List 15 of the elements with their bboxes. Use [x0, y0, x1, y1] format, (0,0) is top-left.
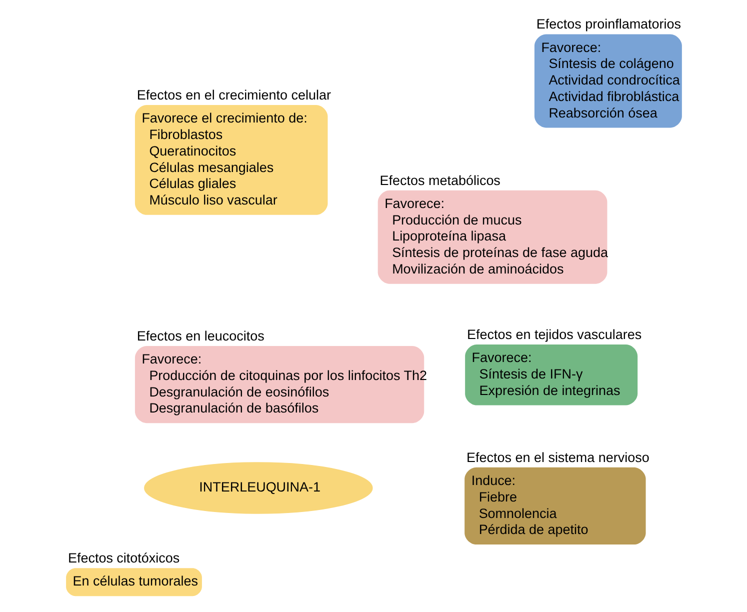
node-ellipse: INTERLEUQUINA-1 — [144, 462, 373, 514]
node-box: Induce: Fiebre Somnolencia Pérdida de apetito — [464, 467, 646, 545]
node-label: Efectos citotóxicos — [68, 550, 180, 566]
node-box: Favorece: Síntesis de colágeno Actividad condrocítica Actividad fibroblástica Reabsorción ósea — [534, 34, 682, 128]
node-box: Favorece el crecimiento de: Fibroblastos Queratinocitos Células mesangiales Células gliales Músculo liso vascular — [134, 105, 328, 215]
node-label: Efectos metabólicos — [380, 172, 500, 188]
node-label: Efectos en leucocitos — [136, 328, 264, 344]
node-box: Favorece: Síntesis de IFN-γ Expresión de integrinas — [465, 344, 638, 406]
node-box: En células tumorales — [66, 568, 202, 596]
node-label: Efectos en el sistema nervioso — [466, 450, 650, 465]
node-box: Favorece: Producción de citoquinas por los linfocitos Th2 Desgranulación de eosinófilos Desgranulación de basófilos — [134, 346, 424, 424]
node-label: Efectos proinflamatorios — [536, 16, 682, 32]
node-label: Efectos en el crecimiento celular — [136, 87, 332, 102]
node-box: Favorece: Producción de mucus Lipoproteína lipasa Síntesis de proteínas de fase aguda Movilización de aminoácidos — [378, 190, 608, 284]
node-label: Efectos en tejidos vasculares — [466, 326, 642, 342]
